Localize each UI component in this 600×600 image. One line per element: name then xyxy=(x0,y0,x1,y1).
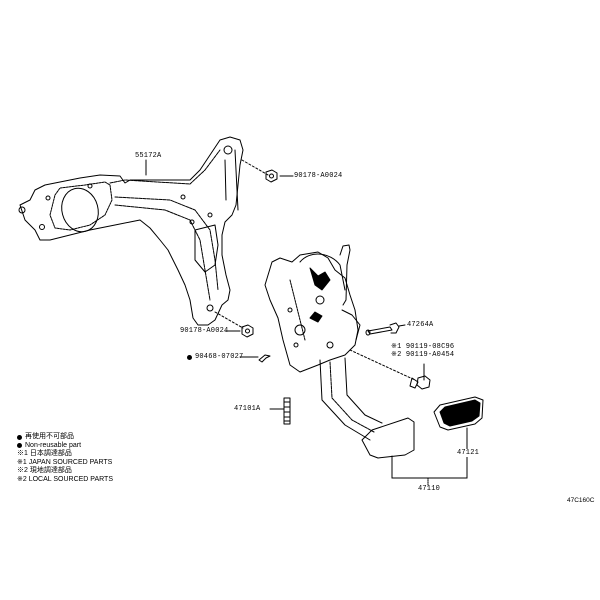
nut-lower-drawing[interactable] xyxy=(241,324,254,338)
callout-90119-A0454[interactable]: ※2 90119-A0454 xyxy=(391,351,455,359)
pedal-lever-drawing[interactable] xyxy=(319,357,415,459)
legend-note2-en: ※2 LOCAL SOURCED PARTS xyxy=(17,475,113,483)
pedal-bracket-drawing[interactable] xyxy=(264,244,361,373)
callout-90119-08C96[interactable]: ※1 90119-08C96 xyxy=(391,343,455,351)
callout-90468-07027-text: 90468-07027 xyxy=(195,353,244,361)
callout-47101A[interactable]: 47101A xyxy=(234,405,261,413)
callout-90178-A0024-lower[interactable]: 90178-A0024 xyxy=(180,327,229,335)
stop-switch-drawing[interactable] xyxy=(283,397,291,425)
legend-non-reusable-en: Non-reusable part xyxy=(17,442,113,451)
legend-note1-en: ※1 JAPAN SOURCED PARTS xyxy=(17,458,113,466)
pedal-pad-drawing[interactable] xyxy=(433,396,484,431)
clip-drawing[interactable] xyxy=(258,354,271,363)
bolt-drawing[interactable] xyxy=(365,322,400,336)
callout-47110[interactable]: 47110 xyxy=(418,485,441,493)
legend-note2-jp: ※2 現地調達部品 xyxy=(17,467,72,475)
legend-non-reusable-jp: 再使用不可部品 xyxy=(17,433,113,442)
pedal-bolt-drawing[interactable] xyxy=(409,375,431,390)
callout-90468-07027[interactable]: 90468-07027 xyxy=(187,353,243,361)
non-reusable-dot-icon xyxy=(187,354,192,360)
callout-90178-A0024-upper[interactable]: 90178-A0024 xyxy=(294,172,343,180)
figure-code: 47C160C xyxy=(567,497,595,504)
legend-note1-jp: ※1 日本調達部品 xyxy=(17,450,72,458)
non-reusable-dot-icon xyxy=(17,443,22,449)
callout-55172A[interactable]: 55172A xyxy=(135,152,162,160)
callout-47121[interactable]: 47121 xyxy=(457,449,480,457)
legend: 再使用不可部品 Non-reusable part ※1 日本調達部品 ※1 J… xyxy=(17,433,113,485)
support-bracket-drawing[interactable] xyxy=(18,136,244,326)
non-reusable-dot-icon xyxy=(17,434,22,440)
nut-upper-drawing[interactable] xyxy=(265,169,278,183)
callout-47264A[interactable]: 47264A xyxy=(407,321,434,329)
